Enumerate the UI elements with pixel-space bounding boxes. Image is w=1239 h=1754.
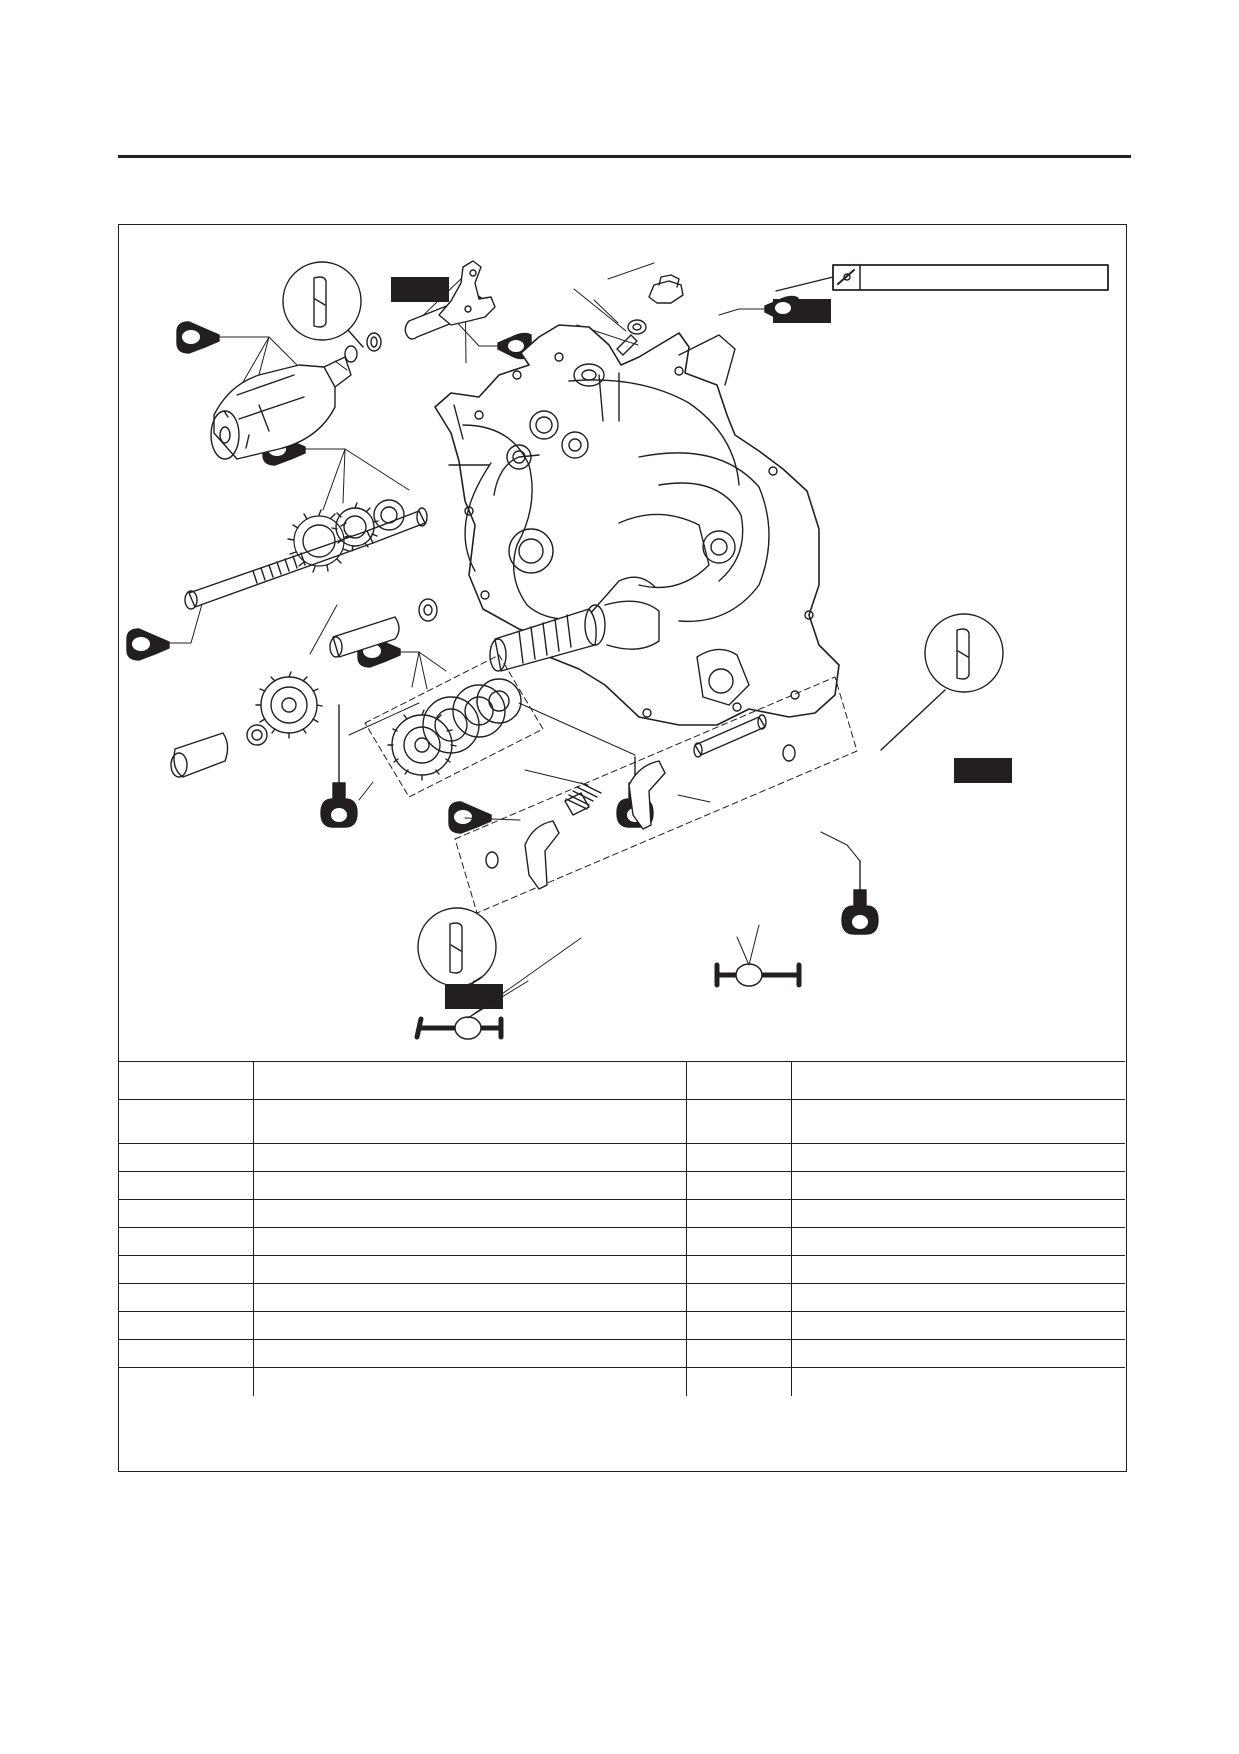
table-cell	[686, 1099, 792, 1144]
table-cell	[791, 1099, 1125, 1144]
washer	[370, 336, 378, 348]
torque-wrench-icon	[837, 269, 855, 285]
table-row	[119, 1143, 1125, 1172]
crankcase	[434, 324, 840, 726]
table-cell	[253, 1099, 687, 1144]
table-row	[119, 1311, 1125, 1340]
table-row	[119, 1199, 1125, 1228]
table-cell	[119, 1227, 254, 1256]
table-cell	[686, 1367, 792, 1396]
lubricant-oil-icon	[176, 321, 220, 354]
crankshaft	[489, 600, 660, 672]
table-cell	[253, 1311, 687, 1340]
new-part-tag	[954, 758, 1012, 783]
table-cell	[791, 1227, 1125, 1256]
table-cell	[253, 1367, 687, 1396]
drive-axle-gears	[170, 598, 438, 778]
parts-list-table	[119, 1061, 1125, 1396]
table-cell	[686, 1283, 792, 1312]
table-cell	[253, 1061, 687, 1100]
table-row	[119, 1283, 1125, 1312]
table-row	[119, 1367, 1125, 1396]
new-part-tag	[391, 277, 449, 302]
shift-fork-assembly	[454, 676, 858, 914]
header-rule	[118, 155, 1131, 158]
molybdenum-grease-icon	[714, 962, 802, 988]
table-cell	[791, 1339, 1125, 1368]
circlip	[344, 345, 358, 363]
circlip-detail-icon	[417, 907, 497, 993]
table-cell	[791, 1171, 1125, 1200]
diagram-frame	[118, 224, 1127, 1472]
table-cell	[686, 1171, 792, 1200]
molybdenum-grease-icon	[414, 1016, 504, 1040]
table-cell	[119, 1367, 254, 1396]
main-axle	[184, 499, 428, 610]
gear-cluster	[364, 654, 544, 798]
table-cell	[686, 1199, 792, 1228]
table-cell	[253, 1339, 687, 1368]
table-cell	[253, 1199, 687, 1228]
table-cell	[791, 1311, 1125, 1340]
table-cell	[686, 1255, 792, 1284]
table-cell	[119, 1311, 254, 1340]
table-cell	[791, 1283, 1125, 1312]
table-row	[119, 1171, 1125, 1200]
torque-spec-tag	[775, 264, 1109, 292]
table-cell	[791, 1367, 1125, 1396]
table-row	[119, 1339, 1125, 1368]
exploded-view-illustration	[119, 225, 1128, 1061]
washer	[366, 332, 382, 352]
lubricant-oil-icon	[320, 704, 358, 828]
table-row	[119, 1061, 1125, 1100]
table-cell	[686, 1061, 792, 1100]
table-cell	[253, 1143, 687, 1172]
table-cell	[119, 1061, 254, 1100]
table-cell	[253, 1283, 687, 1312]
table-cell	[119, 1283, 254, 1312]
lubricant-oil-icon	[448, 801, 492, 834]
shift-drum	[210, 356, 352, 460]
table-row	[119, 1255, 1125, 1284]
table-cell	[686, 1311, 792, 1340]
table-cell	[686, 1143, 792, 1172]
table-cell	[119, 1339, 254, 1368]
new-part-tag	[445, 984, 503, 1009]
table-cell	[686, 1339, 792, 1368]
table-cell	[253, 1255, 687, 1284]
table-cell	[119, 1171, 254, 1200]
table-cell	[119, 1255, 254, 1284]
table-row	[119, 1227, 1125, 1256]
table-cell	[791, 1143, 1125, 1172]
table-cell	[791, 1255, 1125, 1284]
table-cell	[686, 1227, 792, 1256]
table-cell	[791, 1061, 1125, 1100]
lubricant-oil-icon	[126, 628, 170, 661]
circlip-detail-icon	[282, 261, 364, 348]
table-cell	[791, 1199, 1125, 1228]
table-cell	[119, 1143, 254, 1172]
circlip-detail-icon	[880, 613, 1004, 751]
table-row	[119, 1099, 1125, 1144]
table-cell	[119, 1199, 254, 1228]
table-cell	[253, 1227, 687, 1256]
leader-lines	[168, 262, 861, 1019]
table-cell	[119, 1099, 254, 1144]
stopper-lever	[438, 260, 496, 326]
table-cell	[253, 1171, 687, 1200]
lubricant-oil-icon	[841, 860, 879, 935]
